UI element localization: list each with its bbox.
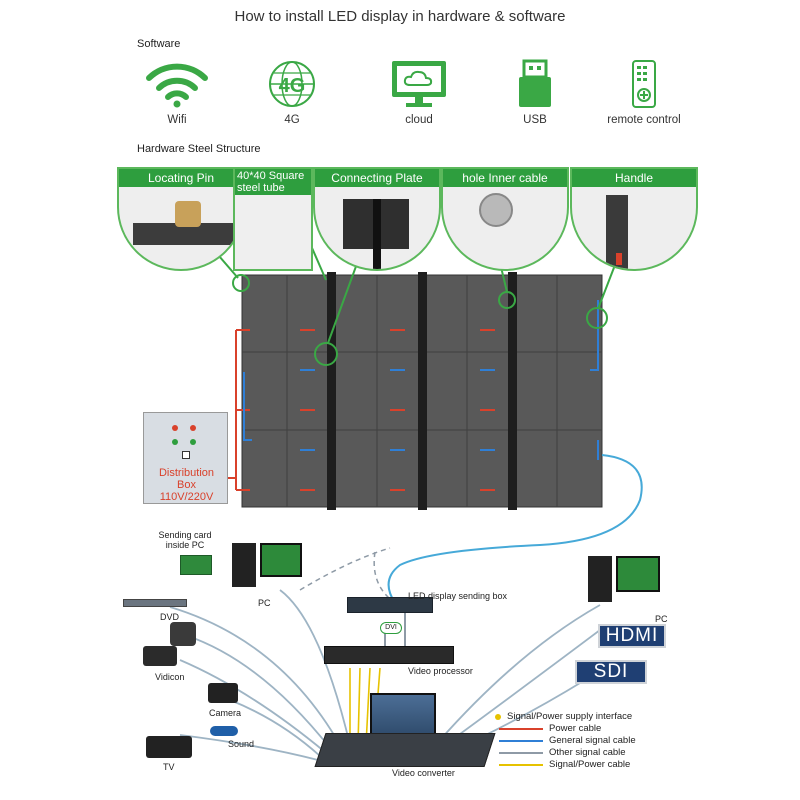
vidicon-label: Vidicon (155, 672, 185, 682)
sending-card-icon (180, 555, 212, 575)
indicator-light-icon (190, 425, 196, 431)
software-item-4g: 4G 4G (237, 58, 347, 126)
video-processor-icon (324, 646, 454, 664)
dvd-player-icon (123, 599, 187, 607)
callout-connecting-plate: Connecting Plate (313, 167, 441, 271)
device-cables (169, 589, 601, 761)
callout-handle: Handle (570, 167, 698, 271)
power-cable-segments (235, 329, 495, 491)
handle-latch-image (616, 253, 622, 265)
hdmi-badge: HDMI (598, 624, 666, 648)
legend-swatch (499, 727, 543, 730)
callout-label: 40*40 Square steel tube (235, 169, 311, 195)
software-item-label: Wifi (167, 114, 187, 126)
usb-icon (480, 58, 590, 110)
legend-item: General signal cable (495, 735, 695, 746)
callout-label: Connecting Plate (315, 169, 439, 187)
remote-control-icon (589, 58, 699, 110)
handle-image (606, 195, 628, 269)
indicator-light-icon (190, 439, 196, 445)
video-converter-label: Video converter (392, 768, 455, 778)
power-switch-icon (182, 451, 190, 459)
dvi-connector-label: DVI (380, 622, 402, 634)
legend-swatch (499, 751, 543, 754)
video-converter-console-icon (314, 733, 496, 767)
main-signal-cable (387, 454, 643, 604)
wifi-icon (122, 58, 232, 110)
software-item-usb: USB (480, 58, 590, 126)
software-item-label: cloud (405, 114, 433, 126)
globe-4g-icon: 4G (237, 58, 347, 110)
pc-right-label: PC (655, 614, 668, 624)
sending-card-label: Sending card inside PC (158, 530, 212, 550)
pc-monitor-icon (260, 543, 302, 577)
legend-item: Signal/Power supply interface (495, 711, 695, 722)
steel-tubes (327, 272, 517, 510)
distribution-box: Distribution Box 110V/220V (143, 412, 228, 504)
locating-pin-image (175, 201, 201, 227)
camera-icon (208, 683, 238, 703)
page-title: How to install LED display in hardware &… (234, 8, 566, 25)
sdi-badge: SDI (575, 660, 647, 684)
software-item-wifi: Wifi (122, 58, 232, 126)
sending-box-icon (347, 597, 433, 613)
legend: Signal/Power supply interface Power cabl… (495, 711, 695, 770)
indicator-light-icon (172, 425, 178, 431)
signal-cable-segments (243, 300, 599, 460)
cable-hole-image (479, 193, 513, 227)
software-item-label: USB (523, 114, 547, 126)
pc-tower-icon (232, 543, 256, 587)
software-section-label: Software (137, 38, 181, 50)
cloud-monitor-icon (364, 58, 474, 110)
steel-tube-image (373, 199, 381, 269)
legend-swatch (499, 739, 543, 742)
indicator-light-icon (172, 439, 178, 445)
software-item-label: remote control (607, 114, 681, 126)
sending-box-label: LED display sending box (408, 591, 508, 601)
pc-tower-icon (588, 556, 612, 602)
dvd-label: DVD (160, 612, 180, 622)
camcorder-icon (143, 646, 177, 666)
hardware-section-label: Hardware Steel Structure (137, 143, 261, 155)
svg-text:4G: 4G (279, 75, 306, 97)
callout-steel-tube: 40*40 Square steel tube (233, 167, 313, 271)
video-processor-label: Video processor (408, 666, 473, 676)
distribution-box-label: Distribution Box 110V/220V (158, 467, 215, 503)
microphone-icon (210, 726, 238, 736)
sound-label: Sound (228, 739, 255, 749)
pc-monitor-icon (616, 556, 660, 592)
camera-label: Camera (209, 708, 242, 718)
callout-label: hole Inner cable (443, 169, 567, 187)
legend-item: Other signal cable (495, 747, 695, 758)
software-item-remote: remote control (589, 58, 699, 126)
tv-label: TV (163, 762, 175, 772)
pc-left-label: PC (258, 598, 271, 608)
tv-router-icon (146, 736, 192, 758)
legend-item: Power cable (495, 723, 695, 734)
software-item-label: 4G (284, 114, 300, 126)
steel-plate-image (133, 223, 233, 245)
callout-label: Handle (572, 169, 696, 187)
callout-locating-pin: Locating Pin (117, 167, 245, 271)
vidicon-camera-icon (170, 622, 196, 646)
legend-swatch (499, 763, 543, 766)
callout-label: Locating Pin (119, 169, 243, 187)
callout-hole-inner-cable: hole Inner cable (441, 167, 569, 271)
legend-item: Signal/Power cable (495, 759, 695, 770)
software-item-cloud: cloud (364, 58, 474, 126)
legend-dot-icon (495, 713, 501, 720)
